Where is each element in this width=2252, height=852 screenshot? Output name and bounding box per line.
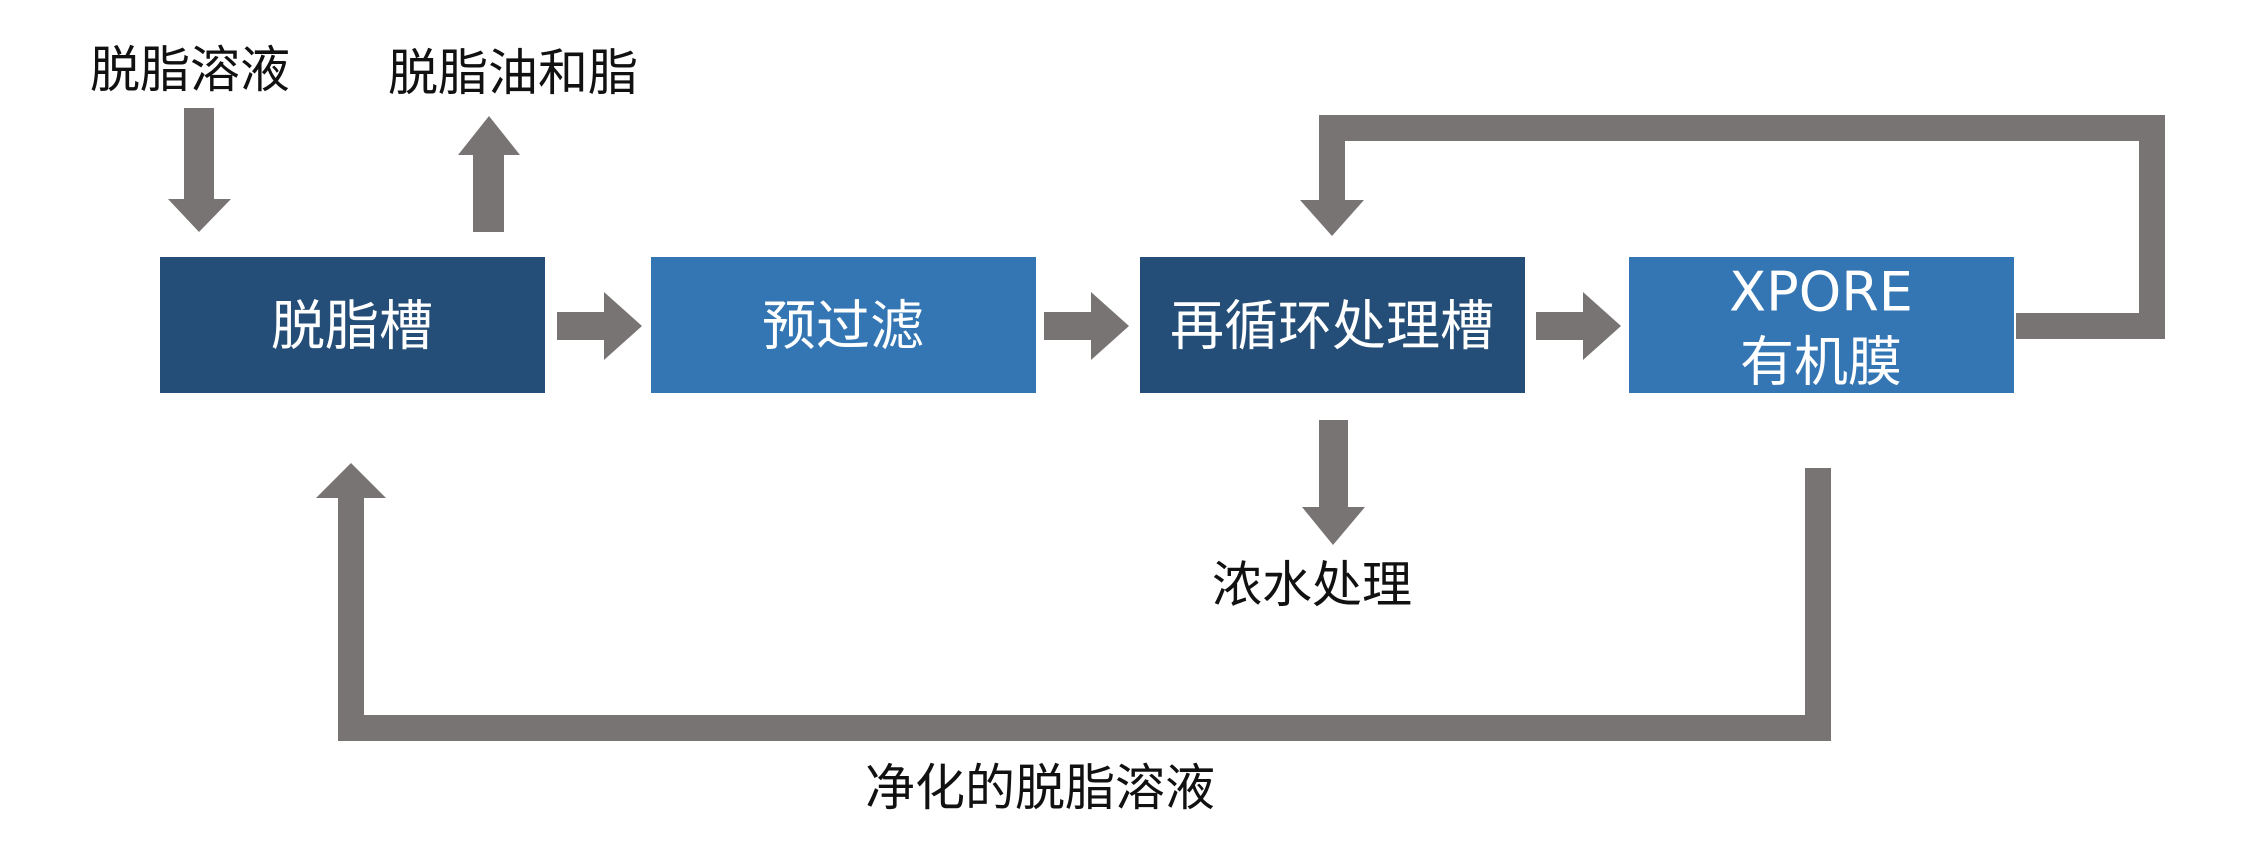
concentrate-arrow-down-icon <box>1302 507 1365 545</box>
purified-solution-label: 净化的脱脂溶液 <box>865 759 1215 817</box>
degreasing-tank-box <box>160 257 545 393</box>
recirculation-tank-label: 再循环处理槽 <box>1170 295 1494 358</box>
recirculation-tank-box <box>1140 257 1525 393</box>
recycle-loop-line <box>1319 115 2165 339</box>
purified-return-arrow-up-icon <box>316 463 386 498</box>
oil-grease-label: 脱脂油和脂 <box>388 44 638 102</box>
degreasing-tank-label: 脱脂槽 <box>271 295 433 358</box>
concentrate-treatment-label: 浓水处理 <box>1212 556 1412 614</box>
recycle-loop-arrow-down-icon <box>1300 200 1364 236</box>
xpore-membrane-label-line2: 有机膜 <box>1740 331 1902 394</box>
xpore-membrane-label-line1: XPORE <box>1729 261 1913 324</box>
prefilter-box <box>651 257 1036 393</box>
flow-arrow-right-icon <box>1044 292 1129 360</box>
input-arrow-shaft <box>184 108 214 200</box>
purified-return-loop-line <box>338 468 1831 741</box>
degreasing-solution-label: 脱脂溶液 <box>90 41 290 99</box>
concentrate-arrow-shaft <box>1319 420 1348 508</box>
xpore-membrane-box <box>1629 257 2014 393</box>
prefilter-label: 预过滤 <box>762 295 924 358</box>
flow-arrow-right-icon <box>1536 292 1621 360</box>
output-arrow-shaft <box>473 154 504 232</box>
flow-arrow-right-icon <box>557 292 642 360</box>
output-arrow-up-icon <box>458 116 520 155</box>
input-arrow-down-icon <box>168 199 231 232</box>
